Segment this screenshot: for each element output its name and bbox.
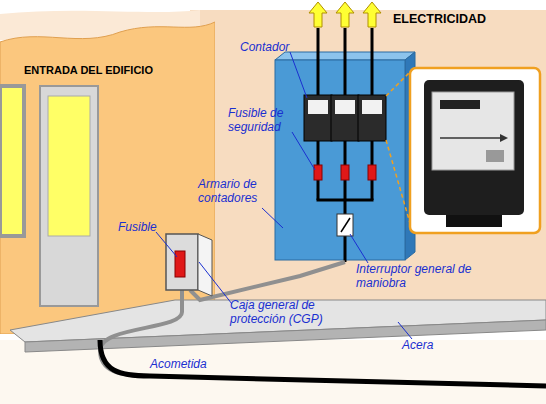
leader-line [292,132,315,170]
part-label: Acometida [150,357,240,371]
wire [317,199,374,202]
part-label: Interruptor general de maniobra [356,262,472,290]
output-arrows [309,2,381,27]
meters [304,95,386,141]
building-wall [190,10,546,302]
service-cable [100,340,546,386]
leader-lines [156,52,412,339]
part-label: Caja general de protección (CGP) [230,298,342,326]
leader-line [398,322,412,339]
up-arrow [309,2,327,27]
meter-window [335,100,355,114]
meter-symbol [358,95,386,141]
part-label: Acera [402,338,452,352]
part-label: Armario de contadores [198,177,276,205]
zoom-line [386,140,412,230]
leader-line [156,232,177,257]
meter-disc [500,134,508,142]
meter-disc [440,137,500,139]
zoom-inset [410,68,540,233]
part-label: Contador [240,40,310,54]
meter-cabinet [275,60,405,260]
heading-label: ELECTRICIDAD [393,12,533,26]
leader-line [290,52,307,98]
protection-box [166,234,198,290]
meter-detail [424,80,524,215]
meter-terminal [446,215,502,227]
door-panel [0,86,24,236]
safety-fuses [314,165,376,180]
cable [190,262,345,300]
door-frame [40,86,98,306]
meter-symbol [304,95,332,141]
meter-register [440,100,480,109]
fuse-symbol [368,165,376,180]
leader-line [350,234,368,263]
door-glass [48,96,90,236]
fuse-symbol [314,165,322,180]
leader-line [262,208,283,228]
part-label: Fusible de seguridad [228,106,298,134]
meter-window [362,100,382,114]
up-arrow [363,2,381,27]
main-switch [337,214,353,236]
meter-plate [486,150,504,162]
supply-wires [317,28,374,262]
leader-line [199,262,232,304]
fuse-symbol [175,251,185,277]
doors [0,86,98,306]
meter-symbol [331,95,359,141]
meter-window [308,100,328,114]
zoom-line [386,70,412,96]
meter-face [432,92,514,170]
part-label: Fusible [118,220,178,234]
switch-blade [341,218,350,232]
fuse-symbol [341,165,349,180]
box-door [198,234,212,296]
up-arrow [336,2,354,27]
node-title: ENTRADA DEL EDIFICIO [0,20,215,76]
